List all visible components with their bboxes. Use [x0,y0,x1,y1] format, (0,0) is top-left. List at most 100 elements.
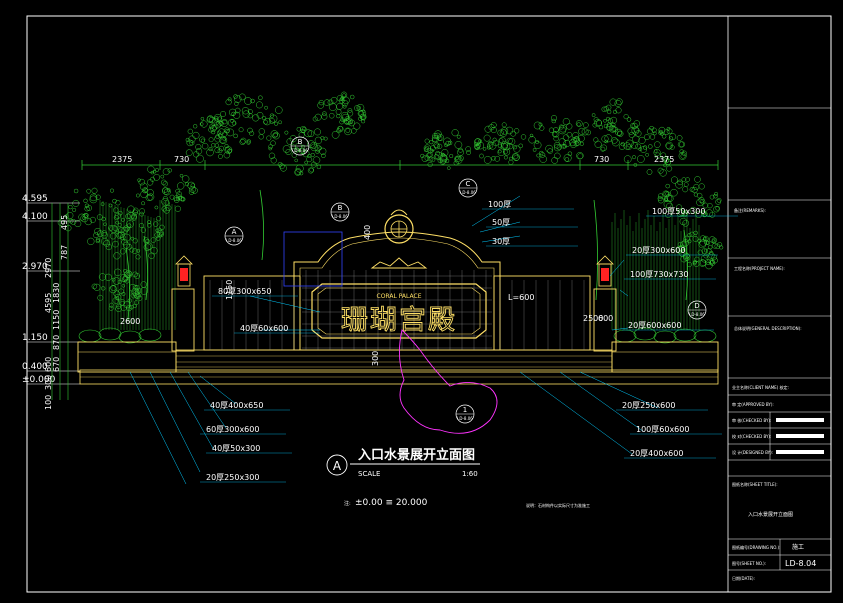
dim-top-4: 2375 [654,155,674,164]
tb-drawing-no: LD-8.04 [785,559,816,568]
tb-date-label: 日期(DATE): [732,575,755,581]
shrub [613,329,637,343]
tb-approved-label: 审 定(APPROVED BY): [732,401,774,407]
dim-top-3: 730 [594,155,609,164]
tb-designed-label: 设 计(DESIGNED BY): [732,449,773,455]
shrub [78,329,102,343]
tb-client-label: 业主名称(CLIENT NAME) 核定: [732,384,789,390]
leader-line [481,235,521,243]
callout-right-7: 20厚250x600 [622,401,675,410]
section-id: B [338,204,343,212]
leader-line [129,371,187,485]
callout-left-2: 40厚400x650 [210,401,263,410]
tree-canopy [312,91,367,139]
shrub [138,328,162,342]
callout-left-3: 60厚300x600 [206,425,259,434]
tree-canopy [213,93,283,145]
tb-proof-label: 校 对(CHECKED BY): [732,433,771,439]
tb-remarks-label: 备注(REMARKS): [734,207,766,213]
leader-line [619,289,629,297]
inner-dim-2500: 2500 [583,314,603,323]
scale-label: SCALE [358,470,380,478]
section-sheet: LD-8.06 [226,238,242,243]
leader-line [609,259,625,277]
leader-line [471,195,521,227]
callout-right-5: 100厚730x730 [630,270,689,279]
right-note: 说明：石材构件以实际尺寸为准施工 [526,502,590,508]
section-sheet: LD-8.06 [292,148,308,153]
callout-right-4: 20厚300x600 [632,246,685,255]
sign-subtext: CORAL PALACE [377,293,422,300]
level-4595: 4.595 [22,194,48,204]
inner-vdim-2: 1150 [225,280,234,300]
leader-line [169,371,215,451]
drawing-title-block: A 入口水景展开立面图 SCALE 1:60 注: ±0.00 ≡ 20.000… [326,447,590,508]
tree-canopy [657,176,722,227]
tree-canopy [185,115,235,163]
tree-canopy [91,268,148,313]
inner-vdim-3: 400 [363,225,372,240]
section-sheet: LD-8.06 [689,312,705,317]
shrub [118,330,142,344]
callout-left-5: 20厚250x300 [206,473,259,482]
tree-canopy [57,187,135,246]
leader-line [559,371,645,433]
leader-line [579,371,659,409]
leader-line [199,375,237,405]
tb-issue-label: 图纸编号(DRAWING NO.): [732,544,780,550]
shrub [673,328,697,342]
inner-dim-600: 600 [598,314,613,323]
leader-line [187,371,227,429]
tb-drawing-no-label: 图号(SHEET NO.): [732,560,766,566]
section-bubble-0: BLD-8.06 [290,136,310,156]
tree-canopy [135,165,198,214]
shrub [693,329,717,343]
callouts-left: 80厚300x65040厚60x60040厚400x65060厚300x6004… [200,287,320,483]
leader-line [519,371,633,455]
callout-right-9: 20厚400x600 [630,449,683,458]
section-sheet: LD-8.06 [332,214,348,219]
inner-dim-2600: 2600 [120,317,140,326]
tree-canopy [474,122,527,165]
vdim-1150: 1150 [52,310,61,330]
tb-checked-label: 审 核(CHECKED BY): [732,417,771,423]
vdim-787: 787 [60,245,69,260]
dim-top-2: 730 [174,155,189,164]
tree-trunk [683,229,688,301]
section-id: A [232,228,237,236]
vdim-300: 300 [44,375,53,390]
drawing-title: 入口水景展开立面图 [358,447,475,463]
blue-highlight-box [283,231,343,287]
shrub [653,330,677,344]
drawing-marker: A [333,459,342,473]
vdim-495: 495 [60,215,69,230]
scale-value: 1:60 [462,470,478,478]
callout-right-0: 100厚 [488,200,511,209]
tree-trunk [593,199,598,301]
tree-trunk [259,189,264,261]
tree-canopy [576,98,642,152]
tree-canopy [268,126,328,176]
callout-left-0: 80厚300x650 [218,287,271,296]
vdim-670: 670 [52,357,61,372]
leader-line [249,295,321,313]
callouts-right: 100厚50厚30厚100厚50x30020厚300x600100厚730x73… [482,200,738,459]
section-bubble-4: DLD-8.06 [687,300,707,320]
callout-right-8: 100厚60x600 [636,425,689,434]
water-flow-outline [399,329,498,434]
level-4100: 4.100 [22,212,48,222]
vdim-2970: 2970 [44,258,53,278]
vegetation-group [57,91,724,344]
elevation-note: ±0.00 ≡ 20.000 [355,498,428,508]
sheet-border [26,15,832,593]
top-dimension-line: 2375 730 730 2375 [81,155,719,170]
level-0400: 0.400 [22,362,48,372]
vdim-4595: 4595 [44,293,53,313]
level-1150: 1.150 [22,333,48,343]
vdim-600: 600 [44,357,53,372]
level-2970: 2.970 [22,262,48,272]
callout-left-1: 40厚60x600 [240,324,288,333]
left-levels: 4.595 4.100 2.970 1.150 0.400 ±0.000 100… [22,194,80,410]
tree-canopy [420,129,472,170]
